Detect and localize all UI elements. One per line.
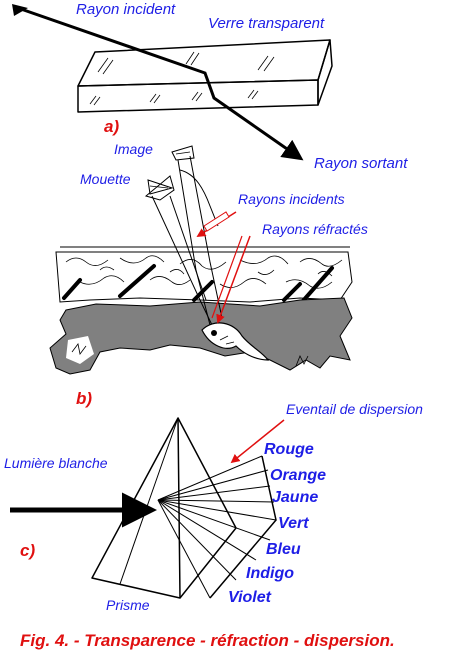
pointer-rays-refracted bbox=[216, 235, 251, 324]
hollow-arrow-incident bbox=[203, 211, 230, 232]
color-red: Rouge bbox=[264, 441, 314, 458]
spectrum-color-list: Rouge Orange Jaune Vert Bleu Indigo Viol… bbox=[228, 441, 326, 606]
color-orange: Orange bbox=[270, 467, 326, 484]
water-body bbox=[49, 297, 353, 375]
label-rays-incident: Rayons incidents bbox=[238, 191, 345, 207]
glass-slab-front bbox=[77, 79, 319, 113]
fish bbox=[201, 322, 270, 361]
color-blue: Bleu bbox=[266, 541, 301, 558]
color-indigo: Indigo bbox=[246, 565, 294, 582]
label-ray-out: Rayon sortant bbox=[314, 155, 408, 172]
prism-diagram bbox=[10, 417, 285, 599]
label-prism: Prisme bbox=[106, 597, 150, 613]
pointer-rays-refracted-2 bbox=[211, 235, 243, 319]
pointer-fan bbox=[230, 419, 285, 464]
label-ray-incident: Rayon incident bbox=[76, 1, 176, 18]
glass-slab-diagram bbox=[12, 4, 333, 161]
sight-line-image-2 bbox=[189, 155, 223, 319]
label-white-light: Lumière blanche bbox=[4, 455, 108, 471]
shore-band bbox=[55, 251, 353, 303]
water-highlight bbox=[66, 336, 94, 364]
label-part-a: a) bbox=[104, 117, 119, 136]
glass-reflection-marks bbox=[89, 51, 275, 106]
light-ray-path bbox=[17, 6, 304, 161]
color-yellow: Jaune bbox=[272, 489, 318, 506]
weed-scribble bbox=[71, 343, 87, 355]
image-cone bbox=[179, 169, 219, 227]
label-glass: Verre transparent bbox=[208, 15, 325, 32]
sight-line-real-2 bbox=[169, 195, 207, 301]
label-image: Image bbox=[114, 141, 153, 157]
label-part-b: b) bbox=[76, 389, 92, 408]
ray-start-arrow bbox=[12, 4, 28, 16]
shore-marks bbox=[62, 264, 334, 304]
figure-caption: Fig. 4. - Transparence - réfraction - di… bbox=[20, 631, 395, 650]
color-green: Vert bbox=[278, 515, 309, 532]
label-rays-refracted: Rayons réfractés bbox=[262, 221, 368, 237]
prism-inner-edge bbox=[119, 417, 179, 585]
sight-line-image bbox=[177, 159, 211, 326]
dispersion-fan bbox=[157, 455, 277, 599]
label-part-c: c) bbox=[20, 541, 35, 560]
refraction-scene bbox=[49, 145, 353, 375]
gull bbox=[144, 175, 175, 201]
label-gull: Mouette bbox=[80, 171, 131, 187]
gull-image bbox=[171, 145, 195, 161]
weed-scribble-2 bbox=[295, 355, 309, 367]
color-violet: Violet bbox=[228, 589, 272, 606]
shore-texture bbox=[65, 255, 343, 289]
glass-slab bbox=[77, 39, 331, 87]
label-fan: Eventail de dispersion bbox=[286, 401, 423, 417]
glass-slab-side bbox=[317, 39, 333, 106]
